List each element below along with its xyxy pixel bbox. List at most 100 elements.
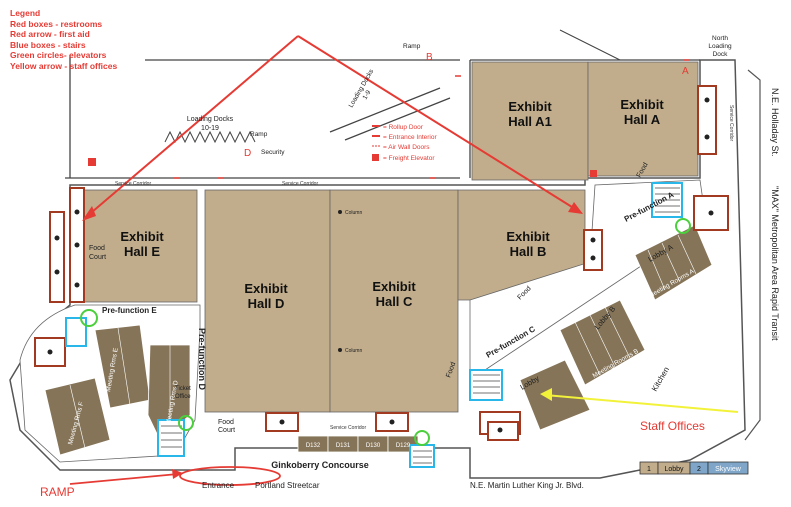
service-corridor-1: Service Corridor [115, 181, 151, 187]
north-dock-2: Loading [708, 43, 732, 50]
hall-c[interactable] [329, 189, 459, 413]
prefunction-e-label: Pre-function E [102, 306, 157, 315]
column-label-2: Column [345, 348, 362, 354]
rollup-door-markers [174, 59, 690, 179]
legend: Legend Red boxes - restrooms Red arrow -… [4, 4, 132, 75]
key-rollup: = Rollup Door [383, 124, 424, 131]
concourse-label: Ginkoberry Concourse [271, 460, 369, 470]
loading-docks-10-19-1: Loading Docks [187, 116, 234, 123]
key-entrance: = Entrance Interior [383, 134, 437, 141]
freight-elevators [88, 158, 597, 177]
hall-d-label-1: Exhibit [244, 281, 288, 296]
first-aid-arrowheads [82, 202, 583, 221]
legend-item-elevators: Green circles- elevators [10, 50, 107, 60]
ramp-arrow [69, 466, 281, 486]
marker-d: D [244, 148, 251, 159]
meeting-rooms-e[interactable] [94, 324, 151, 409]
meeting-rooms-a[interactable] [634, 224, 713, 301]
meeting-rooms-a-label: Meeting Rooms A [648, 268, 697, 300]
room-d129: D129 [396, 443, 411, 449]
level-key-skyview: Skyview [715, 466, 742, 473]
loading-docks-1-9-1: Loading Docks [348, 68, 376, 109]
legend-item-staff-offices: Yellow arrow - staff offices [10, 60, 118, 71]
prefunction-a-label: Pre-function A [623, 190, 676, 224]
hall-d[interactable] [204, 189, 331, 413]
mlk-label: N.E. Martin Luther King Jr. Blvd. [470, 481, 584, 490]
food-court-e-2: Court [89, 254, 106, 261]
marker-b: B [426, 52, 433, 63]
legend-item-first-aid: Red arrow - first aid [10, 29, 90, 39]
key-freight: = Freight Elevator [383, 155, 435, 162]
hall-a1-label-2: Hall A1 [508, 114, 552, 129]
food-court-d-1: Food [218, 419, 234, 426]
legend-item-restrooms: Red boxes - restrooms [10, 18, 103, 29]
lobby-a-label: Lobby A [647, 242, 675, 263]
max-label: "MAX" Metropolitan Area Rapid Transit [770, 186, 780, 341]
north-dock-3: Dock [713, 51, 729, 58]
level-key-2: 2 [697, 466, 701, 473]
restroom-glyphs [47, 97, 714, 433]
legend-item-stairs: Blue boxes - stairs [10, 39, 86, 50]
symbol-key-icons [372, 125, 380, 161]
food-court-a: Food [636, 162, 650, 179]
lobby-b-label: Lobby B [593, 304, 618, 331]
ticket-office-1: Ticket [175, 386, 191, 392]
food-court-c: Food [445, 361, 457, 378]
stairs-hatching [161, 187, 680, 464]
security-label: Security [261, 149, 285, 156]
loading-docks-10-19-2: 10-19 [201, 125, 219, 132]
ramp-b-label: Ramp [403, 43, 421, 50]
column-label-1: Column [345, 210, 362, 216]
food-court-e-1: Food [89, 245, 105, 252]
hall-b-label-2: Hall B [510, 244, 547, 259]
staff-offices-arrow [540, 388, 739, 413]
dock-zigzag [164, 130, 256, 144]
meeting-rooms-b[interactable] [559, 299, 646, 386]
elevator-markers[interactable] [80, 218, 691, 446]
room-d131: D131 [336, 443, 351, 449]
lobby-label: Lobby [519, 374, 541, 392]
marker-a: A [682, 66, 689, 77]
hall-e-label-2: Hall E [124, 244, 160, 259]
column-dots [338, 210, 342, 352]
food-court-d-2: Court [218, 427, 235, 434]
hall-a-label-2: Hall A [624, 112, 661, 127]
kitchen-label: Kitchen [650, 365, 671, 393]
hall-b-label-1: Exhibit [506, 229, 550, 244]
ramp-label: RAMP [40, 485, 75, 499]
service-corridor-4: Service Corridor [728, 105, 734, 141]
food-court-b: Food [516, 285, 532, 301]
service-corridor-3: Service Corridor [330, 425, 366, 431]
ramp-d-label: Ramp [250, 131, 268, 138]
hall-e-label-1: Exhibit [120, 229, 164, 244]
loading-docks-1-9-2: 1-9 [362, 89, 373, 101]
level-key [639, 461, 749, 475]
legend-heading: Legend [10, 8, 41, 18]
meeting-rooms-d-label: Meeting Rms D [165, 380, 180, 426]
entrance-label: Entrance [202, 481, 235, 490]
prefunction-d-label: Pre-function D [197, 328, 207, 390]
meeting-rooms-d-row[interactable] [297, 435, 419, 453]
hall-a1[interactable] [471, 61, 589, 181]
level-key-1: 1 [647, 466, 651, 473]
staff-offices-label: Staff Offices [640, 419, 705, 433]
loading-dock-lines [65, 29, 700, 179]
key-airwall: = Air Wall Doors [383, 144, 430, 151]
hall-a-label-1: Exhibit [620, 97, 664, 112]
hall-c-label-2: Hall C [376, 294, 413, 309]
prefunction-c-label: Pre-function C [485, 324, 537, 359]
hall-c-label-1: Exhibit [372, 279, 416, 294]
ticket-office-2: Office [175, 394, 191, 400]
hall-d-label-2: Hall D [248, 296, 285, 311]
north-dock-1: North [712, 35, 728, 42]
meeting-rooms-f[interactable] [44, 377, 111, 456]
hall-a1-label-1: Exhibit [508, 99, 552, 114]
meeting-rooms-e-label: Meeting Rms E [105, 347, 120, 393]
streetcar-label: Portland Streetcar [255, 481, 320, 490]
meeting-rooms-f-label: Meeting Rms F [67, 401, 85, 445]
first-aid-arrows [84, 35, 581, 219]
holladay-label: N.E. Holladay St. [770, 88, 780, 157]
service-corridor-2: Service Corridor [282, 181, 318, 187]
meeting-rooms-b-label: Meeting Rooms B [592, 348, 640, 380]
